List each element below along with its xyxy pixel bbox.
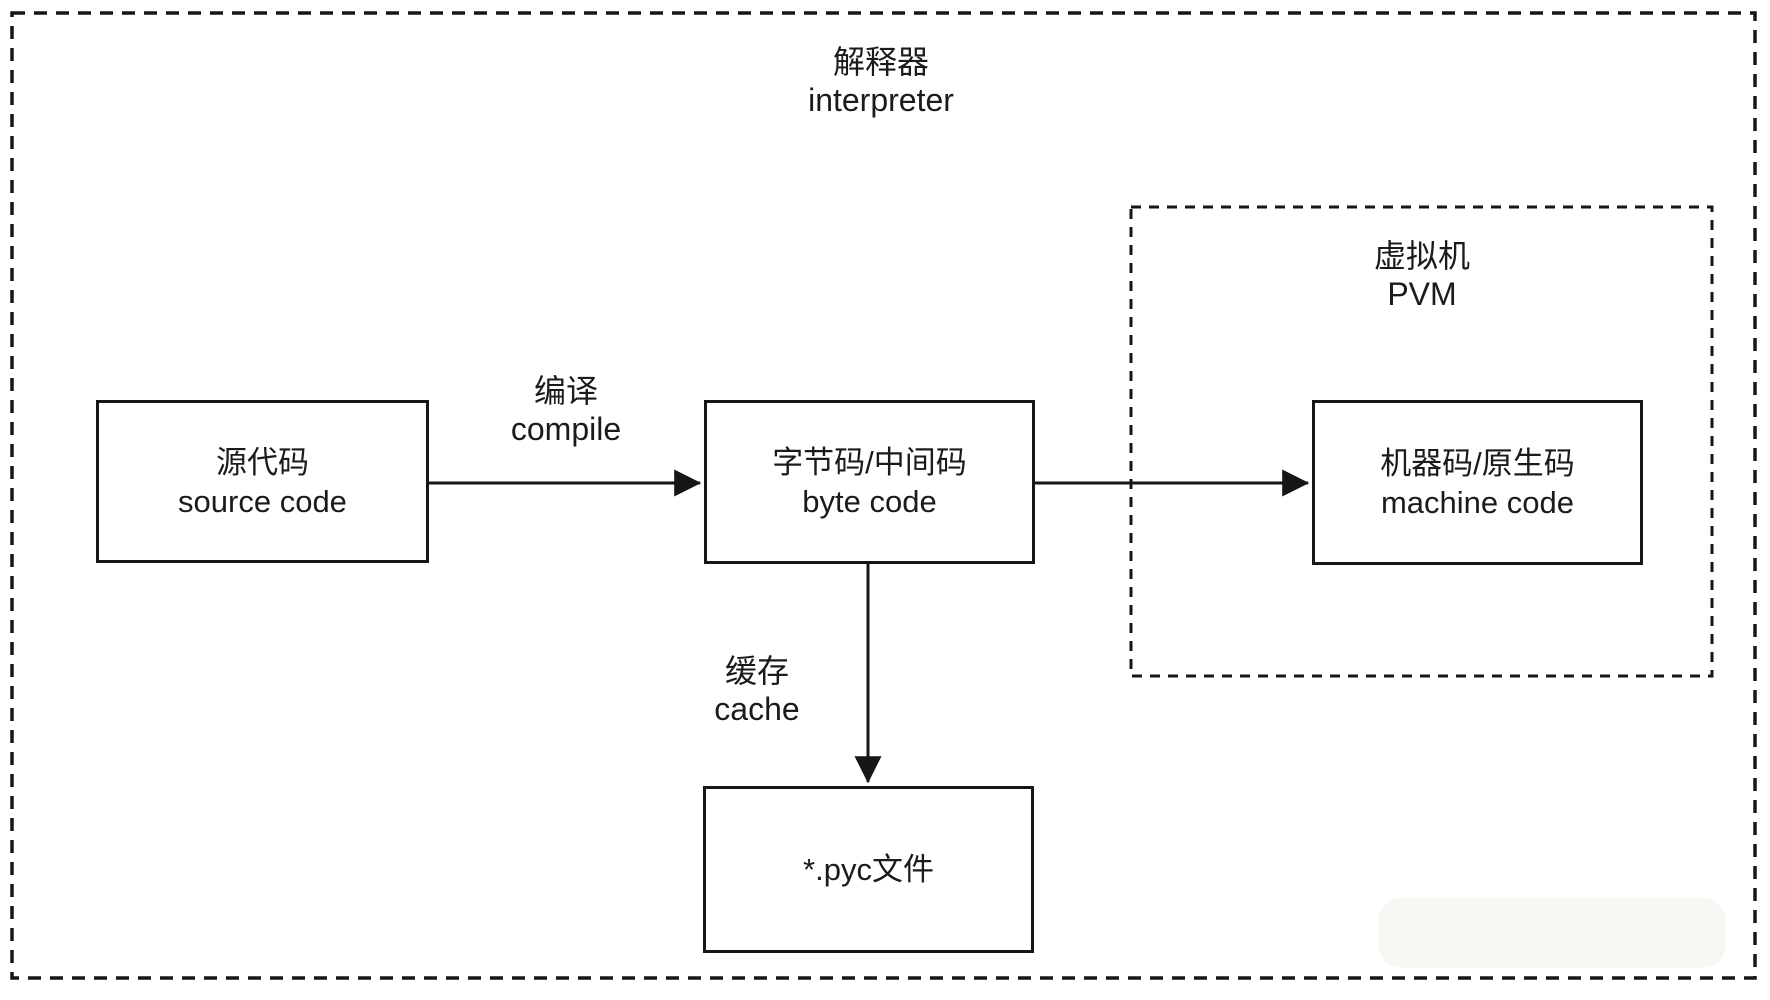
- pvm-title: 虚拟机 PVM: [1374, 237, 1470, 313]
- edge-cache-label-en: cache: [714, 691, 800, 727]
- pvm-boundary: [1129, 205, 1714, 678]
- interpreter-title-en: interpreter: [808, 82, 954, 118]
- node-pyc-file: *.pyc文件: [703, 786, 1034, 953]
- node-machine-code: 机器码/原生码 machine code: [1312, 400, 1643, 565]
- node-source-code-label-zh: 源代码: [216, 444, 309, 480]
- interpreter-title: 解释器 interpreter: [808, 43, 954, 119]
- node-byte-code-label-en: byte code: [802, 484, 937, 519]
- pvm-title-en: PVM: [1387, 276, 1457, 312]
- node-source-code: 源代码 source code: [96, 400, 429, 563]
- interpreter-boundary: [10, 11, 1757, 980]
- pvm-title-zh: 虚拟机: [1373, 238, 1471, 274]
- edge-compile-label-en: compile: [510, 411, 622, 447]
- watermark-remnant: [1378, 898, 1726, 968]
- edge-cache-label-zh: 缓存: [724, 653, 790, 689]
- node-machine-code-label-en: machine code: [1380, 484, 1574, 520]
- interpreter-title-zh: 解释器: [832, 44, 929, 80]
- node-byte-code-label-zh: 字节码/中间码: [772, 445, 967, 480]
- node-byte-code: 字节码/中间码 byte code: [704, 400, 1035, 564]
- edge-compile-label-zh: 编译: [533, 373, 599, 409]
- edge-cache-label: 缓存 cache: [714, 652, 799, 728]
- node-pyc-file-label: *.pyc文件: [803, 852, 934, 887]
- edge-compile-label: 编译 compile: [511, 372, 621, 448]
- node-machine-code-label-zh: 机器码/原生码: [1380, 445, 1575, 481]
- node-source-code-label-en: source code: [178, 483, 347, 519]
